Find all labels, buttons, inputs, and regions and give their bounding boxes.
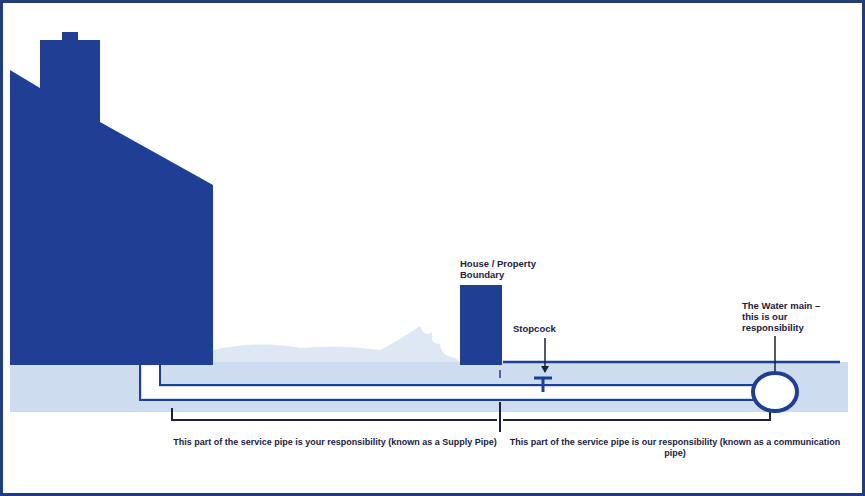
main-pipe-circle	[750, 370, 800, 414]
node-heading: House / Property Boundary	[460, 259, 570, 281]
ground	[10, 362, 848, 412]
stopcock-symbol	[534, 378, 552, 392]
bracket-label: This part of the service pipe is your re…	[170, 437, 500, 448]
ground-line	[503, 361, 840, 364]
bracket	[503, 408, 770, 420]
pipe-bore	[142, 387, 758, 398]
bracket	[172, 408, 497, 420]
node-heading: The Water main – this is our responsibil…	[742, 301, 824, 334]
callout-label: Stopcock	[513, 323, 583, 334]
boundary-tick	[499, 370, 501, 378]
water-main: The Water main – this is our responsibil…	[750, 370, 800, 414]
pipe-outer	[140, 365, 760, 400]
boundary-post: House / Property Boundary	[460, 285, 502, 365]
pipe-inner	[160, 365, 758, 385]
bracket-divider	[499, 402, 501, 432]
house	[10, 32, 213, 365]
leader-arrow	[544, 338, 546, 372]
bracket-label: This part of the service pipe is our res…	[505, 437, 845, 459]
garden	[213, 326, 460, 362]
